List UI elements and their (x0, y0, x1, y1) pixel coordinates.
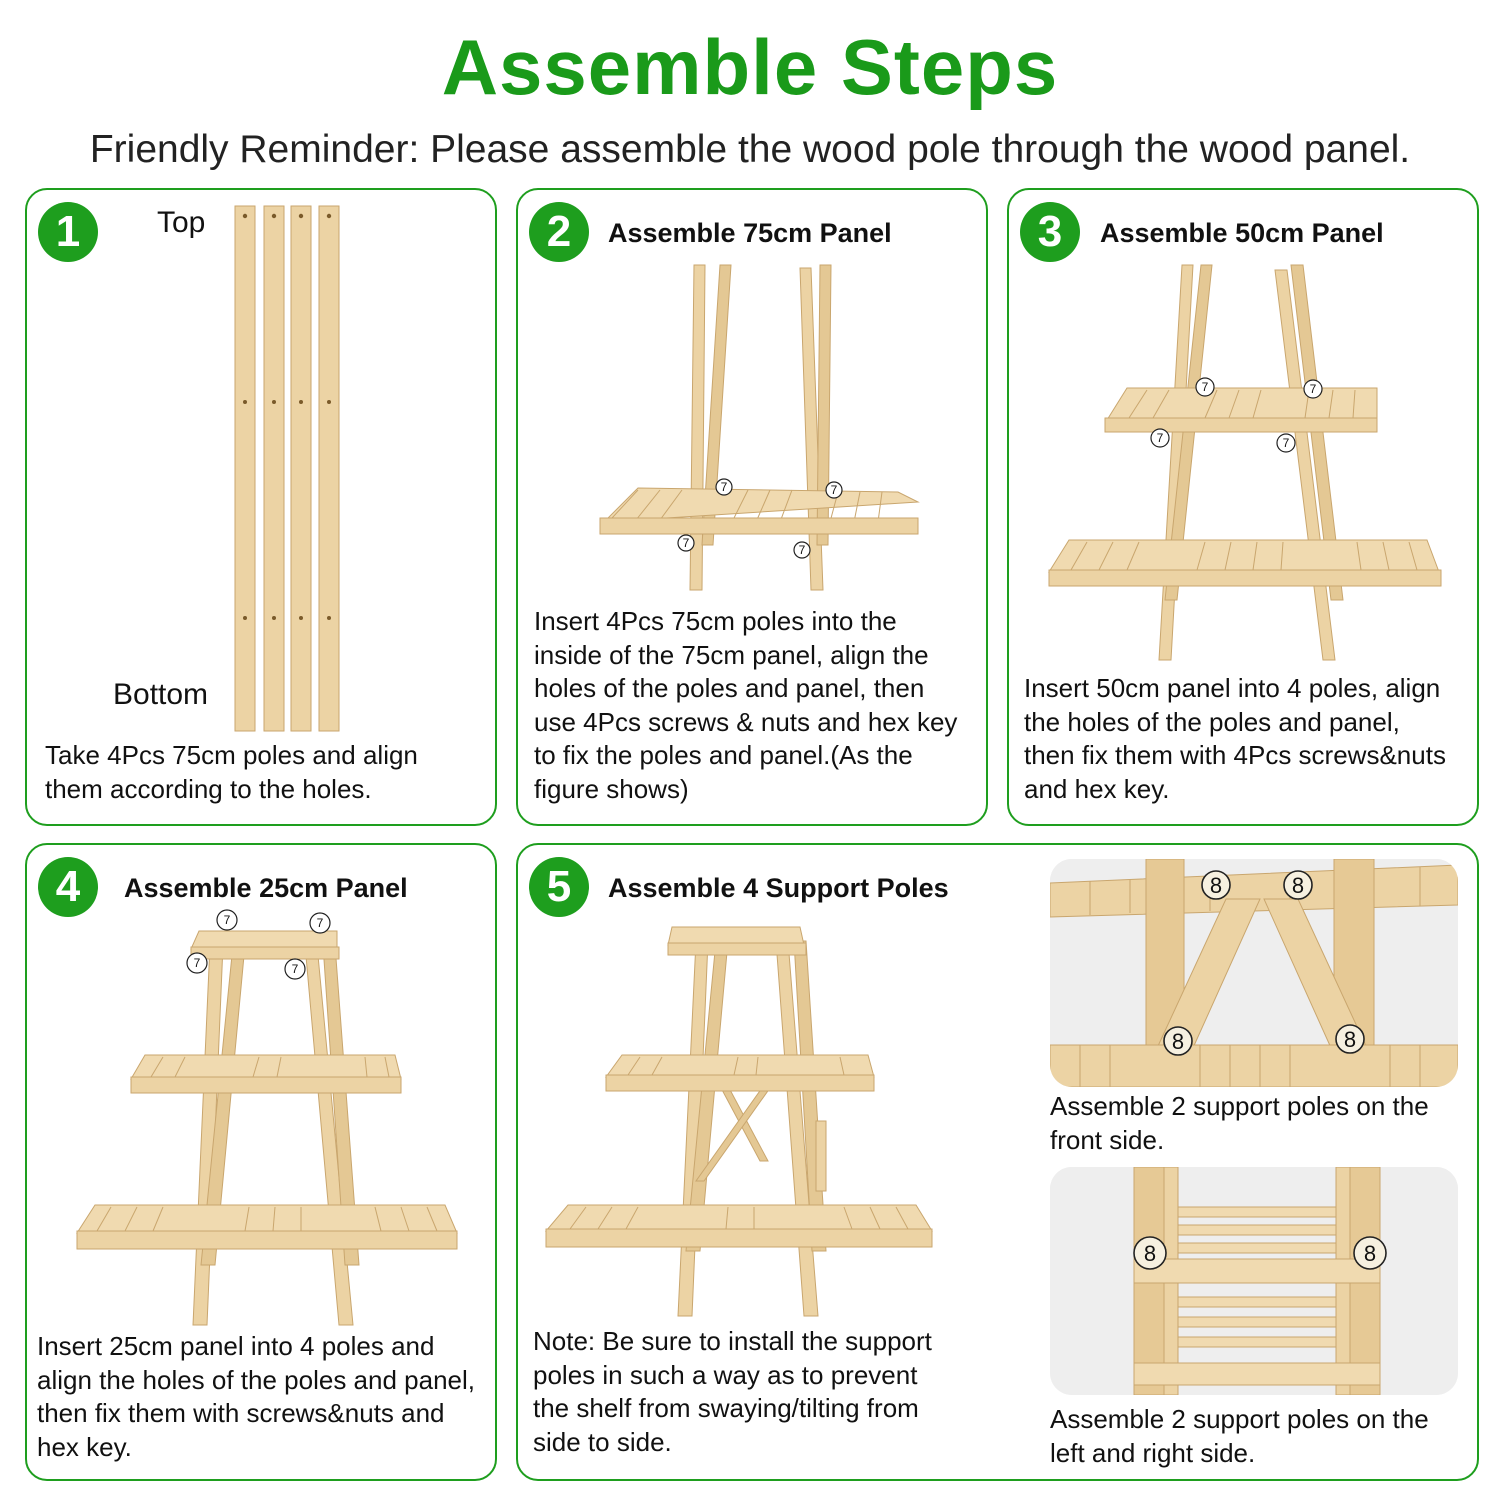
svg-text:8: 8 (1344, 1027, 1356, 1052)
screw-marker: 7 (1195, 377, 1215, 397)
svg-text:7: 7 (317, 916, 324, 930)
pole-3 (290, 205, 312, 732)
step-5-panel: 5 Assemble 4 Support Poles Note: Be sure… (516, 843, 1479, 1481)
screw-marker: 7 (793, 541, 811, 559)
step-2-description: Insert 4Pcs 75cm poles into the inside o… (534, 605, 957, 806)
step-3-panel: 3 Assemble 50cm Panel 7 7 7 7 Insert 50c… (1007, 188, 1479, 826)
step-2-panel: 2 Assemble 75cm Panel 7 7 7 7 Insert 4Pc… (516, 188, 988, 826)
screw-marker: 7 (186, 952, 208, 974)
desc-line: to fix the poles and panel.(As the (534, 740, 913, 770)
step-5-description: Note: Be sure to install the support pol… (533, 1325, 932, 1459)
pole-1 (234, 205, 256, 732)
svg-text:8: 8 (1292, 873, 1304, 898)
desc-line: holes of the poles and panel, then (534, 673, 925, 703)
svg-text:8: 8 (1172, 1029, 1184, 1054)
support-marker: 8 (1353, 1236, 1387, 1270)
desc-line: Insert 25cm panel into 4 poles and (37, 1331, 435, 1361)
support-marker: 8 (1335, 1024, 1365, 1054)
desc-line: the holes of the poles and panel, (1024, 706, 1400, 737)
step-4-heading: Assemble 25cm Panel (124, 873, 408, 903)
step-3-heading: Assemble 50cm Panel (1100, 218, 1384, 248)
step-1-description: Take 4Pcs 75cm poles and align them acco… (45, 739, 418, 806)
support-marker: 8 (1201, 870, 1231, 900)
caption-line: left and right side. (1050, 1437, 1256, 1468)
desc-line: Take 4Pcs 75cm poles and align (45, 740, 418, 770)
front-support-caption: Assemble 2 support poles on the front si… (1050, 1090, 1429, 1157)
pole-4 (318, 205, 340, 732)
caption-line: Assemble 2 support poles on the (1050, 1404, 1429, 1434)
desc-line: inside of the 75cm panel, align the (534, 639, 929, 670)
screw-marker: 7 (715, 478, 733, 496)
svg-text:7: 7 (831, 483, 838, 497)
pole-bottom-label: Bottom (113, 678, 209, 711)
pole-2 (263, 205, 285, 732)
step-2-number: 2 (529, 202, 589, 262)
svg-text:7: 7 (721, 480, 728, 494)
side-support-photo: 8 8 (1050, 1167, 1458, 1395)
friendly-reminder: Friendly Reminder: Please assemble the w… (89, 128, 1411, 171)
svg-text:7: 7 (1310, 382, 1317, 396)
step-5-frame-illustration (544, 926, 933, 1317)
front-support-illustration: 8 8 8 8 (1050, 859, 1458, 1087)
svg-text:8: 8 (1210, 873, 1222, 898)
step-5-heading: Assemble 4 Support Poles (608, 873, 949, 903)
caption-line: Assemble 2 support poles on the (1050, 1091, 1429, 1121)
desc-line: then fix them with screws&nuts and (37, 1398, 445, 1428)
desc-line: and hex key. (1024, 773, 1170, 804)
svg-text:7: 7 (194, 956, 201, 970)
step-1-poles-illustration (234, 205, 340, 732)
step-4-description: Insert 25cm panel into 4 poles and align… (37, 1330, 475, 1464)
screw-marker: 7 (216, 909, 238, 931)
support-marker: 8 (1133, 1236, 1167, 1270)
desc-line: the shelf from swaying/tilting from (533, 1393, 919, 1423)
svg-text:7: 7 (292, 962, 299, 976)
step-3-number: 3 (1020, 202, 1080, 262)
step-2-heading: Assemble 75cm Panel (608, 218, 892, 248)
svg-text:8: 8 (1364, 1241, 1376, 1266)
desc-line: figure shows) (534, 773, 689, 804)
svg-text:7: 7 (1157, 431, 1164, 445)
desc-line: side to side. (533, 1426, 672, 1457)
screw-marker: 7 (284, 958, 306, 980)
step-4-frame-illustration: 7 7 7 7 (76, 909, 458, 1326)
svg-text:7: 7 (224, 913, 231, 927)
step-3-description: Insert 50cm panel into 4 poles, align th… (1024, 672, 1446, 806)
screw-marker: 7 (309, 912, 331, 934)
screw-marker: 7 (1276, 433, 1296, 453)
step-4-panel: 4 Assemble 25cm Panel 7 7 7 7 Insert 25c… (25, 843, 497, 1481)
step-1-number: 1 (38, 202, 98, 262)
front-support-photo: 8 8 8 8 (1050, 859, 1458, 1087)
step-3-frame-illustration: 7 7 7 7 (1048, 264, 1442, 661)
desc-line: then fix them with 4Pcs screws&nuts (1024, 740, 1446, 770)
page-title: Assemble Steps (441, 23, 1059, 111)
screw-marker: 7 (1303, 379, 1323, 399)
step-5-number: 5 (529, 857, 589, 917)
side-support-caption: Assemble 2 support poles on the left and… (1050, 1403, 1429, 1470)
desc-line: Note: Be sure to install the support (533, 1326, 932, 1356)
step-1-panel: 1 Top Bottom Take 4Pcs 75cm poles and al… (25, 188, 497, 826)
desc-line: align the holes of the poles and panel, (37, 1364, 476, 1395)
support-marker: 8 (1283, 870, 1313, 900)
svg-text:7: 7 (1202, 380, 1209, 394)
svg-text:7: 7 (1283, 436, 1290, 450)
caption-line: front side. (1050, 1124, 1165, 1155)
side-support-illustration: 8 8 (1050, 1167, 1458, 1395)
desc-line: use 4Pcs screws & nuts and hex key (534, 706, 958, 737)
pole-top-label: Top (157, 206, 206, 239)
svg-text:7: 7 (799, 543, 806, 557)
step-4-number: 4 (38, 857, 98, 917)
screw-marker: 7 (1150, 428, 1170, 448)
screw-marker: 7 (677, 534, 695, 552)
support-marker: 8 (1163, 1026, 1193, 1056)
desc-line: them according to the holes. (45, 773, 372, 804)
svg-text:7: 7 (683, 536, 690, 550)
desc-line: Insert 4Pcs 75cm poles into the (534, 606, 897, 636)
desc-line: Insert 50cm panel into 4 poles, align (1024, 673, 1441, 703)
step-2-frame-illustration: 7 7 7 7 (599, 264, 920, 591)
screw-marker: 7 (825, 481, 843, 499)
svg-text:8: 8 (1144, 1241, 1156, 1266)
desc-line: hex key. (37, 1431, 132, 1462)
desc-line: poles in such a way as to prevent (533, 1359, 918, 1390)
